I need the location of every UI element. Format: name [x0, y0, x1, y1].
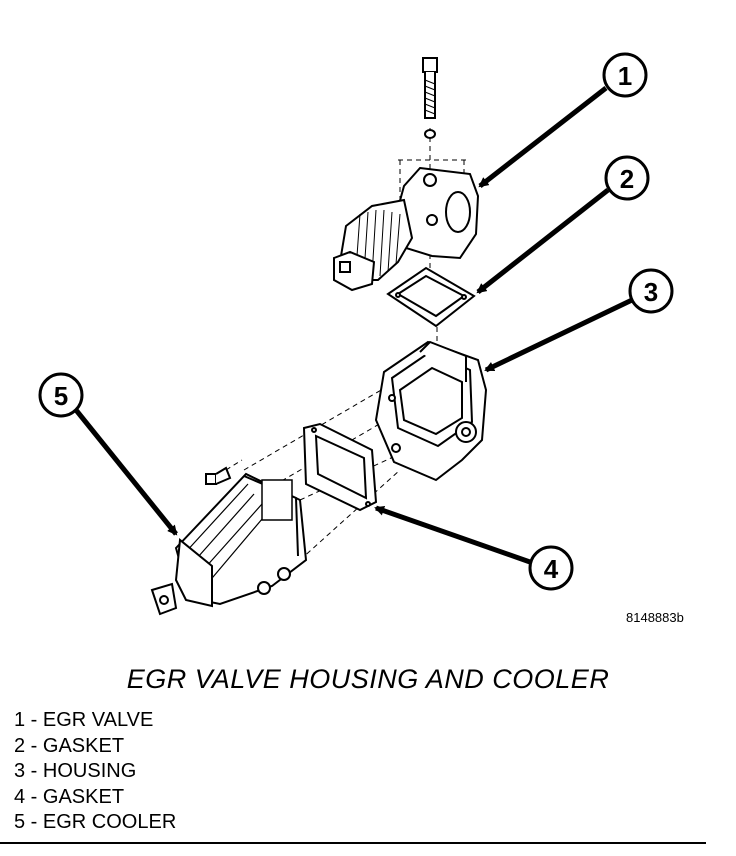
exploded-view-diagram: 1 2 3 4 5: [38, 52, 674, 616]
legend-number: 4: [14, 785, 26, 808]
cooler-bolt: [205, 466, 232, 485]
callout-number: 2: [620, 164, 634, 194]
legend-separator: -: [25, 811, 43, 833]
callout-number: 5: [54, 381, 68, 411]
callout-3: 3: [628, 268, 674, 314]
legend-item: 2 - GASKET: [14, 734, 176, 760]
legend-item: 4 - GASKET: [14, 785, 176, 811]
legend-separator: -: [25, 785, 43, 808]
valve-bolt: [422, 57, 438, 139]
legend-label: EGR VALVE: [42, 709, 154, 731]
legend-item: 5 - EGR COOLER: [14, 810, 176, 836]
callout-number: 3: [644, 277, 658, 307]
gasket-lower: [302, 422, 378, 512]
legend-item: 3 - HOUSING: [14, 759, 176, 785]
legend-separator: -: [25, 734, 43, 757]
callout-number: 1: [618, 61, 632, 91]
callout-1: 1: [602, 52, 648, 98]
legend-label: GASKET: [42, 734, 125, 757]
legend-label: GASKET: [42, 785, 125, 808]
figure-title: EGR VALVE HOUSING AND COOLER: [126, 664, 610, 694]
figure-reference-id: 8148883b: [626, 610, 684, 625]
legend-item: 1 - EGR VALVE: [14, 708, 176, 734]
legend-separator: -: [25, 760, 43, 782]
egr-cooler: [150, 472, 308, 616]
legend-separator: -: [25, 709, 43, 731]
housing: [374, 340, 488, 482]
legend-number: 3: [14, 760, 26, 782]
callout-4: 4: [528, 545, 574, 591]
legend-number: 1: [14, 709, 26, 731]
legend-number: 5: [14, 811, 26, 833]
gasket-upper: [386, 266, 476, 328]
legend-label: HOUSING: [42, 760, 137, 782]
legend-label: EGR COOLER: [42, 811, 177, 833]
legend-number: 2: [14, 734, 26, 757]
callout-arrows: [74, 86, 634, 565]
callout-number: 4: [544, 554, 559, 584]
bottom-rule: [0, 842, 706, 844]
callout-5: 5: [38, 372, 84, 418]
egr-valve: [333, 166, 480, 292]
callout-2: 2: [604, 155, 650, 201]
parts-legend: 1 - EGR VALVE 2 - GASKET 3 - HOUSING 4 -…: [14, 708, 176, 836]
